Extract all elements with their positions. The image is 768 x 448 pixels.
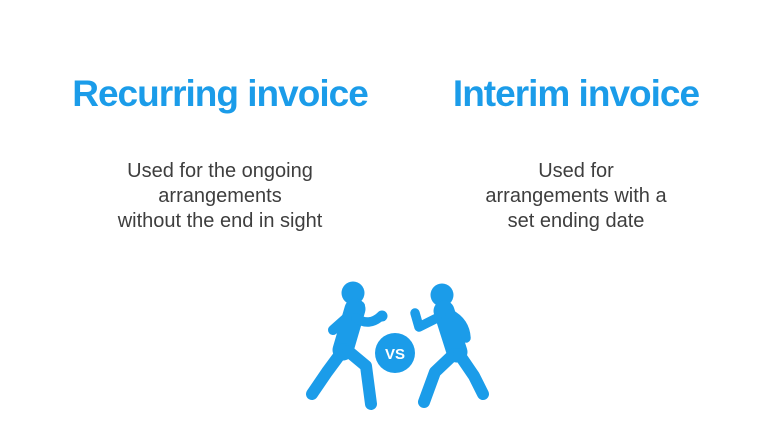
recurring-invoice-title: Recurring invoice [72, 73, 369, 114]
interim-invoice-column: Interim invoice Used for arrangements wi… [396, 73, 756, 234]
vs-graphic: VS [303, 272, 495, 434]
recurring-invoice-description: Used for the ongoing arrangements withou… [117, 159, 323, 232]
vs-label: VS [385, 346, 405, 363]
interim-invoice-title: Interim invoice [452, 73, 700, 114]
vs-badge: VS [375, 333, 415, 373]
interim-invoice-description: Used for arrangements with a set ending … [485, 159, 667, 232]
right-fighter-icon [410, 283, 489, 408]
recurring-invoice-column: Recurring invoice Used for the ongoing a… [30, 73, 410, 234]
left-fighter-icon [306, 281, 388, 410]
